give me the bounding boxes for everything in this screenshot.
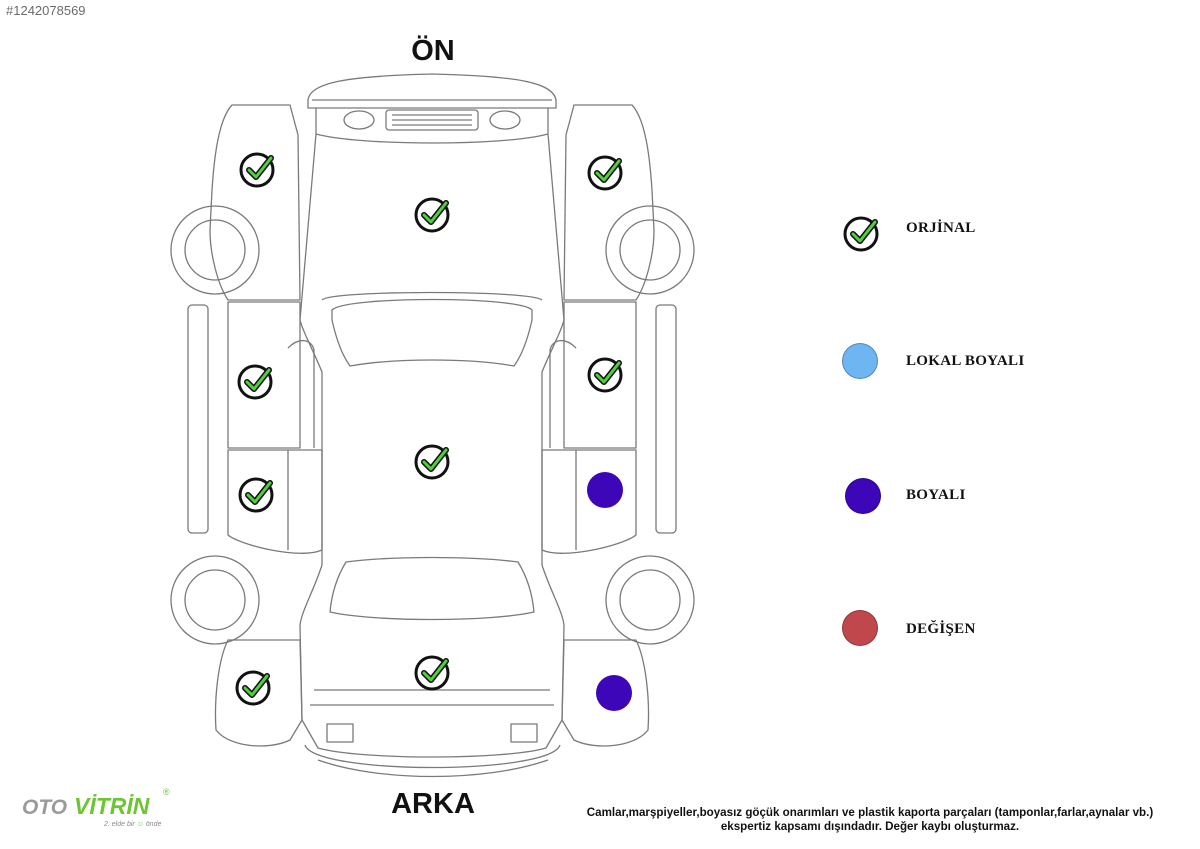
check-icon-left-rear-fender xyxy=(235,670,271,706)
legend-item-orjinal xyxy=(842,212,884,259)
legend-swatch-lokal-boyali xyxy=(842,343,878,379)
disclaimer-line-2: ekspertiz kapsamı dışındadır. Değer kayb… xyxy=(720,820,1020,833)
check-icon-left-rear-door xyxy=(238,477,274,513)
marker-right-rear-door xyxy=(587,472,623,508)
windshield xyxy=(331,298,533,367)
logo-text-right: VİTRİN xyxy=(74,793,150,819)
marker-right-rear-fender xyxy=(596,675,632,711)
check-icon-hood xyxy=(414,197,450,233)
check-icon-right-front-fender xyxy=(587,155,623,191)
disclaimer: Camlar,marşpiyeller,boyasız göçük onarım… xyxy=(560,806,1180,834)
otovitrin-logo: OTO VİTRİN ® 2. elde bir ☺ önde xyxy=(22,786,182,830)
legend-label-boyali: BOYALI xyxy=(906,487,966,503)
check-icon-trunk xyxy=(414,655,450,691)
logo-graphic: OTO VİTRİN ® 2. elde bir ☺ önde xyxy=(22,787,170,828)
rear-window xyxy=(329,556,535,621)
legend-swatch-degisen xyxy=(842,610,878,646)
legend-swatch-boyali xyxy=(845,478,881,514)
legend-label-orjinal: ORJİNAL xyxy=(906,220,976,236)
legend-label-degisen: DEĞİŞEN xyxy=(906,621,976,637)
check-icon-right-front-door xyxy=(587,357,623,393)
front-label: ÖN xyxy=(411,35,455,67)
legend-label-lokal-boyali: LOKAL BOYALI xyxy=(906,353,1025,369)
check-icon-left-front-door xyxy=(237,364,273,400)
disclaimer-line-1: Camlar,marşpiyeller,boyasız göçük onarım… xyxy=(586,806,1154,819)
right-side-outline xyxy=(541,104,695,747)
logo-tagline: 2. elde bir ☺ önde xyxy=(103,821,161,828)
listing-id: #1242078569 xyxy=(6,3,86,18)
check-icon-left-front-fender xyxy=(239,152,275,188)
front-bumper-outline xyxy=(307,73,557,144)
check-icon-roof xyxy=(414,444,450,480)
check-icon xyxy=(843,216,879,252)
logo-text-left: OTO xyxy=(22,796,67,819)
logo-registered: ® xyxy=(163,787,170,797)
left-side-outline xyxy=(170,104,323,747)
rear-label: ARKA xyxy=(391,788,475,820)
